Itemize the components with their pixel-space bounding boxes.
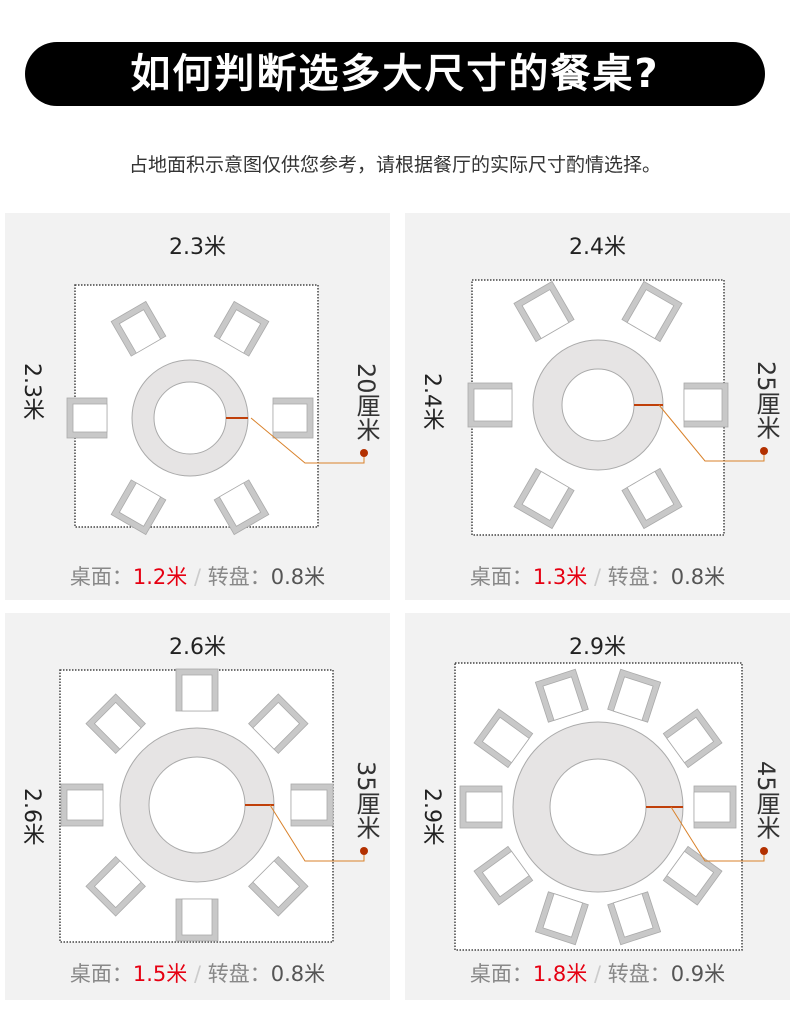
room-length-label: 2.6米	[19, 788, 44, 845]
lazy-susan	[148, 756, 246, 854]
chair	[213, 300, 270, 357]
lazy-susan	[153, 381, 227, 455]
chair	[683, 382, 729, 428]
chair	[459, 785, 503, 829]
table-label: 桌面：	[469, 565, 533, 589]
ring-width-label: 20厘米	[352, 363, 380, 442]
chair	[621, 467, 683, 530]
susan-label: 转盘：	[207, 962, 271, 986]
room-length-label: 2.3米	[19, 363, 44, 420]
leader-dot	[760, 447, 768, 455]
chair	[662, 708, 723, 769]
separator: /	[593, 962, 602, 986]
size-caption: 桌面：1.3米 / 转盘：0.8米	[405, 561, 790, 591]
ring-width-label: 25厘米	[752, 361, 780, 440]
lazy-susan	[561, 368, 635, 442]
floor-plan-panel: 2.4米 2.4米 25厘米 桌面：1.3米 / 转盘：0.8米	[405, 213, 790, 600]
room-length-label: 2.9米	[419, 788, 444, 845]
leader-dot	[360, 847, 368, 855]
susan-label: 转盘：	[207, 565, 271, 589]
floor-plan-diagram	[467, 279, 768, 536]
size-caption: 桌面：1.5米 / 转盘：0.8米	[5, 958, 390, 988]
floor-plan-diagram	[454, 662, 768, 951]
floor-plan-panel: 2.3米 2.3米 20厘米 桌面：1.2米 / 转盘：0.8米	[5, 213, 390, 600]
chair	[473, 845, 534, 906]
chair	[621, 280, 683, 343]
leader-line	[250, 417, 365, 464]
chair	[66, 397, 108, 439]
leader-dot	[760, 847, 768, 855]
separator: /	[193, 565, 202, 589]
table-size: 1.8米	[532, 962, 588, 986]
chair	[110, 479, 167, 536]
chair	[175, 668, 219, 712]
leader-line	[269, 804, 365, 862]
susan-size: 0.9米	[670, 962, 726, 986]
chair	[607, 891, 662, 946]
chair	[513, 280, 575, 343]
chair	[85, 856, 146, 917]
table-size: 1.5米	[132, 962, 188, 986]
susan-label: 转盘：	[607, 962, 671, 986]
table-label: 桌面：	[469, 962, 533, 986]
table-label: 桌面：	[69, 565, 133, 589]
susan-size: 0.8米	[670, 565, 726, 589]
table-label: 桌面：	[69, 962, 133, 986]
room-width-label: 2.4米	[569, 235, 626, 260]
lazy-susan	[549, 758, 647, 856]
leader-line	[658, 404, 765, 462]
table-size: 1.3米	[532, 565, 588, 589]
size-caption: 桌面：1.8米 / 转盘：0.9米	[405, 958, 790, 988]
chair	[467, 382, 513, 428]
chair	[213, 479, 270, 536]
floor-plan-panel: 2.9米 2.9米 45厘米 桌面：1.8米 / 转盘：0.9米	[405, 613, 790, 1000]
chair	[513, 467, 575, 530]
size-caption: 桌面：1.2米 / 转盘：0.8米	[5, 561, 390, 591]
ring-width-label: 35厘米	[352, 761, 380, 840]
chair	[60, 783, 104, 827]
room-width-label: 2.6米	[169, 635, 226, 660]
floor-plan-diagram	[59, 668, 368, 943]
room-length-label: 2.4米	[419, 373, 444, 430]
separator: /	[193, 962, 202, 986]
chair	[693, 785, 737, 829]
table-size: 1.2米	[132, 565, 188, 589]
chair	[110, 300, 167, 357]
susan-label: 转盘：	[607, 565, 671, 589]
susan-size: 0.8米	[270, 565, 326, 589]
chair	[248, 693, 309, 754]
separator: /	[593, 565, 602, 589]
leader-line	[670, 806, 765, 862]
room-width-label: 2.3米	[169, 235, 226, 260]
chair	[534, 891, 589, 946]
room-width-label: 2.9米	[569, 635, 626, 660]
susan-size: 0.8米	[270, 962, 326, 986]
floor-plan-panel: 2.6米 2.6米 35厘米 桌面：1.5米 / 转盘：0.8米	[5, 613, 390, 1000]
chair	[175, 898, 219, 942]
floor-plan-diagram	[66, 284, 368, 536]
chair	[272, 397, 314, 439]
leader-dot	[360, 449, 368, 457]
ring-width-label: 45厘米	[752, 761, 780, 840]
page-title: 如何判断选多大尺寸的餐桌?	[25, 42, 765, 106]
subtitle: 占地面积示意图仅供您参考，请根据餐厅的实际尺寸酌情选择。	[128, 154, 661, 176]
chair	[290, 783, 334, 827]
chair	[473, 708, 534, 769]
chair	[534, 668, 589, 723]
chair	[85, 693, 146, 754]
chair	[248, 856, 309, 917]
chair	[607, 668, 662, 723]
